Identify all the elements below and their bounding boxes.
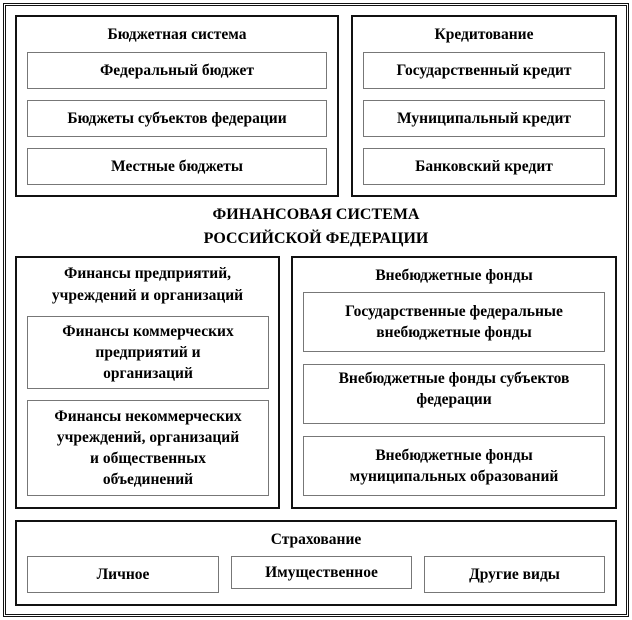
other-insurance-box: Другие виды bbox=[424, 556, 605, 593]
regional-budgets-box: Бюджеты субъектов федерации bbox=[27, 100, 327, 137]
insurance-title: Страхование bbox=[270, 531, 362, 548]
noncommercial-finance-line3: и общественных bbox=[90, 450, 206, 467]
noncommercial-finance-line2: учреждений, организаций bbox=[56, 429, 240, 446]
noncommercial-finance-box: Финансы некоммерческих учреждений, орган… bbox=[27, 400, 269, 496]
enterprise-finance-title: Финансы предприятий, учреждений и органи… bbox=[17, 263, 278, 307]
diagram-title-line1: ФИНАНСОВАЯ СИСТЕМА bbox=[212, 206, 420, 223]
municipal-offbudget-line1: Внебюджетные фонды bbox=[375, 447, 533, 464]
commercial-finance-box: Финансы коммерческих предприятий и орган… bbox=[27, 316, 269, 389]
property-insurance-box: Имущественное bbox=[231, 556, 412, 589]
state-credit-box: Государственный кредит bbox=[363, 52, 605, 89]
municipal-offbudget-funds-box: Внебюджетные фонды муниципальных образов… bbox=[303, 436, 605, 496]
personal-insurance-box: Личное bbox=[27, 556, 219, 593]
federal-budget-box: Федеральный бюджет bbox=[27, 52, 327, 89]
crediting-title: Кредитование bbox=[434, 26, 534, 43]
diagram-frame bbox=[3, 3, 629, 617]
federal-offbudget-funds-box: Государственные федеральные внебюджетные… bbox=[303, 292, 605, 352]
offbudget-funds-title: Внебюджетные фонды bbox=[375, 267, 533, 284]
local-budgets-box: Местные бюджеты bbox=[27, 148, 327, 185]
commercial-finance-line3: организаций bbox=[103, 365, 193, 382]
noncommercial-finance-line1: Финансы некоммерческих bbox=[54, 408, 242, 425]
commercial-finance-line1: Финансы коммерческих bbox=[62, 323, 234, 340]
federal-offbudget-line1: Государственные федеральные bbox=[345, 303, 563, 320]
regional-offbudget-line2: федерации bbox=[416, 391, 492, 408]
commercial-finance-line2: предприятий и bbox=[95, 344, 201, 361]
diagram-title-line2: РОССИЙСКОЙ ФЕДЕРАЦИИ bbox=[203, 230, 429, 247]
regional-offbudget-funds-box: Внебюджетные фонды субъектов федерации bbox=[303, 364, 605, 424]
bank-credit-box: Банковский кредит bbox=[363, 148, 605, 185]
federal-offbudget-line2: внебюджетные фонды bbox=[376, 324, 532, 341]
municipal-offbudget-line2: муниципальных образований bbox=[349, 468, 559, 485]
enterprise-finance-title-line1: Финансы предприятий, bbox=[64, 265, 231, 282]
diagram-title: ФИНАНСОВАЯ СИСТЕМА РОССИЙСКОЙ ФЕДЕРАЦИИ bbox=[0, 203, 632, 251]
noncommercial-finance-line4: объединений bbox=[102, 471, 194, 488]
regional-offbudget-line1: Внебюджетные фонды субъектов bbox=[338, 370, 570, 387]
budget-system-title: Бюджетная система bbox=[107, 26, 247, 43]
municipal-credit-box: Муниципальный кредит bbox=[363, 100, 605, 137]
enterprise-finance-title-line2: учреждений и организаций bbox=[51, 287, 244, 304]
